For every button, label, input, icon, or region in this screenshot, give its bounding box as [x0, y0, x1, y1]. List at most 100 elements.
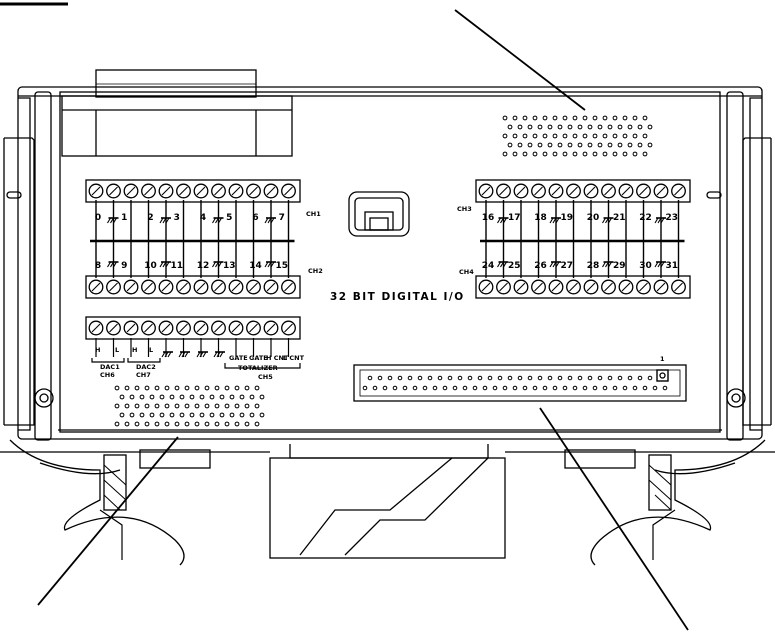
- vent-dot: [134, 403, 140, 409]
- vent-dot: [204, 385, 210, 391]
- header-pin: [492, 385, 498, 391]
- pin-wiring-left: [90, 200, 295, 278]
- vent-dot: [189, 412, 195, 418]
- pin-number: 22: [639, 213, 652, 223]
- vent-dot: [199, 412, 205, 418]
- vent-dot: [527, 124, 533, 130]
- vent-dot: [259, 412, 265, 418]
- aux-label-h2: H: [132, 346, 137, 354]
- leader-line-bottom-right: [539, 407, 689, 631]
- vent-dot: [124, 403, 130, 409]
- pin-number: 14: [249, 261, 262, 271]
- screw-terminal: [106, 279, 121, 295]
- vent-dot: [607, 142, 613, 148]
- pin-one-label: 1: [660, 355, 665, 363]
- pin-number: 31: [665, 261, 678, 271]
- vent-dot: [214, 385, 220, 391]
- screw-terminal: [176, 320, 191, 336]
- vent-dot: [587, 124, 593, 130]
- vent-dot: [597, 124, 603, 130]
- pin-number: 3: [174, 213, 180, 223]
- aux-label-dac1: DAC1: [100, 363, 120, 371]
- vent-dot: [239, 412, 245, 418]
- pin-number: 21: [613, 213, 626, 223]
- vent-dot: [532, 115, 538, 121]
- screw-terminal: [281, 279, 296, 295]
- vent-dot: [224, 421, 230, 427]
- screw-terminal: [141, 279, 156, 295]
- vent-dot: [159, 394, 165, 400]
- vent-dot: [567, 124, 573, 130]
- header-pin: [522, 385, 528, 391]
- pin-number: 8: [95, 261, 101, 271]
- vent-dot: [254, 403, 260, 409]
- vent-dot: [647, 142, 653, 148]
- screw-terminal: [636, 279, 651, 295]
- header-pin: [397, 375, 403, 381]
- pin-number: 19: [560, 213, 573, 223]
- header-pin: [642, 385, 648, 391]
- header-pin: [437, 375, 443, 381]
- screw-terminal: [671, 279, 686, 295]
- vent-dot: [244, 385, 250, 391]
- header-pin: [562, 385, 568, 391]
- aux-label-ch6: CH6: [100, 371, 115, 379]
- header-pin: [577, 375, 583, 381]
- terminal-block-ch3: [475, 179, 691, 203]
- terminal-block-ch4: [475, 275, 691, 299]
- vent-dot: [169, 394, 175, 400]
- vent-dot: [239, 394, 245, 400]
- screw-terminal: [228, 279, 244, 295]
- header-pin: [602, 385, 608, 391]
- vent-dot: [259, 394, 265, 400]
- d-sub-connector: [61, 69, 293, 157]
- vent-dot: [129, 394, 135, 400]
- screw-terminal: [246, 279, 261, 295]
- vent-dot: [617, 124, 623, 130]
- vent-dot: [194, 403, 200, 409]
- vent-dot: [517, 142, 523, 148]
- vent-dot: [224, 403, 230, 409]
- vent-dot: [602, 133, 608, 139]
- vent-dot: [582, 115, 588, 121]
- header-pin: [447, 375, 453, 381]
- pin-number: 5: [226, 213, 232, 223]
- aux-label-l2: L: [149, 346, 153, 354]
- aux-label-h1: H: [95, 346, 100, 354]
- header-pin: [452, 385, 458, 391]
- header-pin: [607, 375, 613, 381]
- pin-number: 18: [534, 213, 547, 223]
- header-pin: [432, 385, 438, 391]
- screw-terminal: [193, 279, 209, 295]
- vent-dot: [502, 133, 508, 139]
- vent-dot: [119, 394, 125, 400]
- vent-dot: [154, 385, 160, 391]
- vent-dot: [214, 421, 220, 427]
- vent-dot: [184, 385, 190, 391]
- screw-terminal: [158, 320, 174, 336]
- pin-one-marker: [656, 369, 669, 382]
- vent-dot: [244, 421, 250, 427]
- vent-dot: [532, 151, 538, 157]
- screw-terminal: [211, 183, 226, 199]
- vent-dot: [129, 412, 135, 418]
- pin-number: 6: [252, 213, 258, 223]
- vent-dot: [204, 403, 210, 409]
- screw-terminal: [636, 183, 651, 199]
- vent-dot: [229, 412, 235, 418]
- screw-terminal: [618, 183, 634, 199]
- screw-terminal: [263, 279, 279, 295]
- header-pin: [422, 385, 428, 391]
- header-pin: [462, 385, 468, 391]
- header-pin: [597, 375, 603, 381]
- vent-dot: [189, 394, 195, 400]
- screw-terminal: [618, 279, 634, 295]
- header-pin: [497, 375, 503, 381]
- vent-dot: [184, 403, 190, 409]
- vent-dot: [159, 412, 165, 418]
- pin-number: 7: [279, 213, 285, 223]
- screw-terminal: [566, 183, 581, 199]
- pin-number: 25: [508, 261, 521, 271]
